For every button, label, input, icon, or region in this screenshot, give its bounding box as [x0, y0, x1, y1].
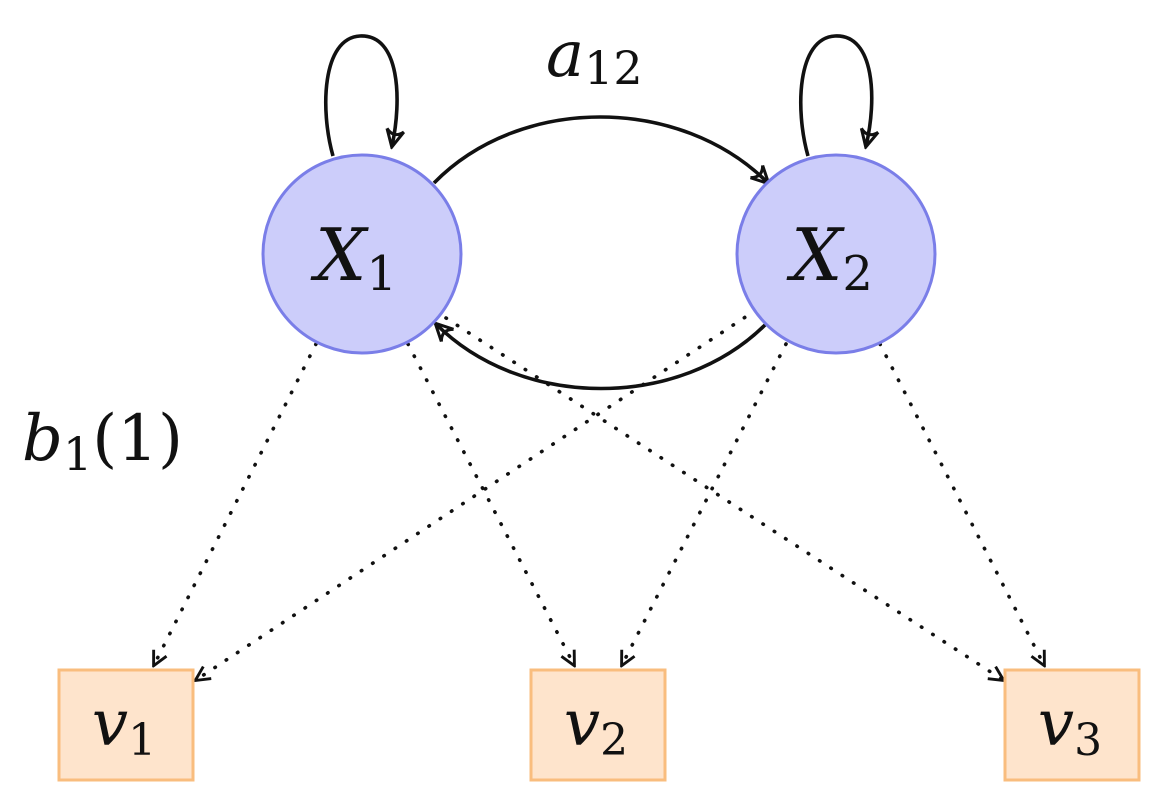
emission-label-b1: b1(1) [22, 402, 183, 481]
observations-group: v1 v2 v3 [57, 668, 1141, 782]
observation-label-v3: v3 [1038, 687, 1102, 766]
transition-x1-x2-arrow [432, 115, 768, 183]
state-node-x1: X1 [261, 153, 463, 355]
transition-x2-x1-arrow [436, 324, 768, 391]
self-loop-x1-arrow [324, 34, 397, 157]
emission-x2-v2-arrow [622, 342, 788, 665]
emission-x2-v3-arrow [878, 342, 1044, 665]
state-node-x2-circle [735, 153, 937, 355]
emission-x2-v1-arrow [196, 308, 758, 680]
observation-node-v3: v3 [1003, 668, 1141, 782]
state-label-x2: X2 [786, 213, 873, 302]
emission-x1-v1-arrow [154, 342, 318, 665]
hidden-states-group: X1 X2 [261, 153, 937, 355]
transition-label-a12: a12 [546, 18, 643, 95]
observation-node-v2: v2 [529, 668, 667, 782]
state-label-x1: X1 [310, 213, 397, 302]
state-node-x1-circle [261, 153, 463, 355]
observation-node-v1: v1 [57, 668, 195, 782]
observation-node-v2-box [529, 668, 667, 782]
emission-x1-v2-arrow [406, 342, 574, 665]
edges-group [154, 34, 1044, 680]
self-loop-x2-arrow [799, 34, 872, 157]
observation-node-v3-box [1003, 668, 1141, 782]
observation-label-v2: v2 [564, 687, 628, 766]
observation-node-v1-box [57, 668, 195, 782]
emission-x1-v3-arrow [444, 316, 1003, 680]
state-node-x2: X2 [735, 153, 937, 355]
observation-label-v1: v1 [92, 687, 156, 766]
